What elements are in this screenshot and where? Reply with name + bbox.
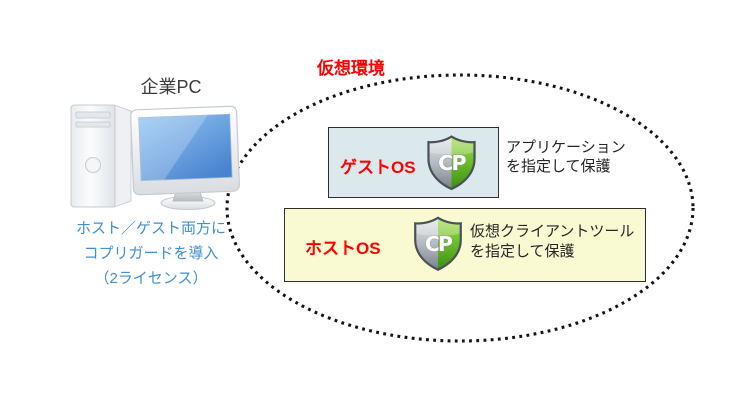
host-desc-line: 仮想クライアントツール [470,223,635,240]
desktop-computer-icon [70,104,240,210]
pc-caption-line: ホスト／ゲスト両方に [75,220,226,237]
dotted-ellipse-border [225,73,695,343]
pc-screen-gloss [138,115,208,181]
copyguard-shield-icon [411,214,465,274]
pc-power-button [84,156,102,174]
guest-os-label: ゲストOS [340,158,416,177]
pc-caption: ホスト／ゲスト両方に コプリガードを導入 （2ライセンス） [53,216,249,291]
host-os-description: 仮想クライアントツール を指定して保護 [470,222,634,262]
pc-drive-bay [75,121,111,128]
pc-caption-line: （2ライセンス） [94,270,208,287]
virtual-env-label: 仮想環境 [317,59,385,78]
guest-os-box: ゲストOS [328,127,499,198]
host-desc-line: を指定して保護 [470,243,575,260]
copyguard-shield-icon [424,134,479,192]
pc-tower [70,104,132,208]
guest-os-description: アプリケーション を指定して保護 [506,138,626,176]
pc-drive-bay [75,111,111,119]
guest-desc-line: アプリケーション [506,139,626,156]
pc-monitor [130,105,240,196]
host-os-box: ホストOS 仮想クライアントツール を指定して保護 [284,208,646,282]
virtual-env-ellipse [225,73,695,343]
pc-label: 企業PC [140,77,202,97]
host-os-label: ホストOS [305,239,381,258]
pc-monitor-screen [138,113,233,182]
guest-desc-line: を指定して保護 [506,158,611,175]
pc-caption-line: コプリガードを導入 [83,245,219,262]
